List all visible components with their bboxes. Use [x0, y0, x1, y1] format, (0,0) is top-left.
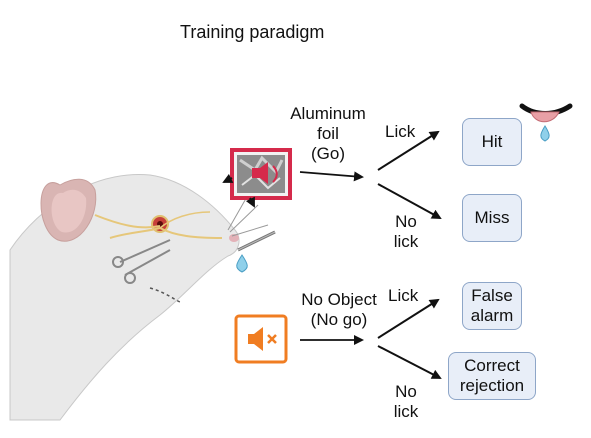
false-alarm-line1: False — [471, 286, 513, 305]
nogo-lick-arrow — [377, 298, 440, 339]
go-stimulus-icon — [222, 148, 292, 208]
nogo-muted-speaker-icon — [234, 314, 288, 364]
go-stimulus-line1: Aluminum — [290, 104, 366, 123]
go-stimulus-arrow — [299, 171, 364, 182]
reward-drop-icon — [519, 103, 573, 142]
correct-rejection-outcome-box: Correct rejection — [448, 352, 536, 400]
nogo-nolick-label: No lick — [392, 382, 420, 422]
nogo-stimulus-label: No Object (No go) — [292, 290, 386, 330]
go-nolick-label: No lick — [392, 212, 420, 252]
diagram-title: Training paradigm — [180, 22, 325, 42]
go-stimulus-line3: (Go) — [311, 144, 345, 163]
nogo-nolick-line2: lick — [393, 402, 419, 421]
false-alarm-line2: alarm — [470, 306, 514, 325]
nogo-stimulus-line1: No Object — [301, 290, 377, 309]
miss-outcome-box: Miss — [462, 194, 522, 242]
hit-outcome-label: Hit — [481, 132, 503, 151]
go-nolick-line2: lick — [393, 232, 419, 251]
scissors-icon — [112, 239, 171, 284]
mouse-illustration — [9, 174, 276, 421]
hit-outcome-box: Hit — [462, 118, 522, 166]
correct-rejection-line1: Correct — [464, 356, 520, 375]
go-lick-arrow — [377, 130, 440, 171]
nogo-nolick-arrow — [377, 345, 442, 379]
go-stimulus-line2: foil — [317, 124, 339, 143]
correct-rejection-line2: rejection — [459, 376, 525, 395]
nogo-nolick-line1: No — [395, 382, 417, 401]
water-drop-icon — [236, 254, 248, 273]
go-nolick-line1: No — [395, 212, 417, 231]
miss-outcome-label: Miss — [474, 208, 510, 227]
go-stimulus-label: Aluminum foil (Go) — [288, 104, 368, 164]
nogo-lick-label: Lick — [388, 286, 419, 305]
nogo-stimulus-line2: (No go) — [310, 310, 368, 329]
go-nolick-arrow — [377, 183, 442, 219]
false-alarm-outcome-box: False alarm — [462, 282, 522, 330]
go-lick-label: Lick — [385, 122, 416, 141]
